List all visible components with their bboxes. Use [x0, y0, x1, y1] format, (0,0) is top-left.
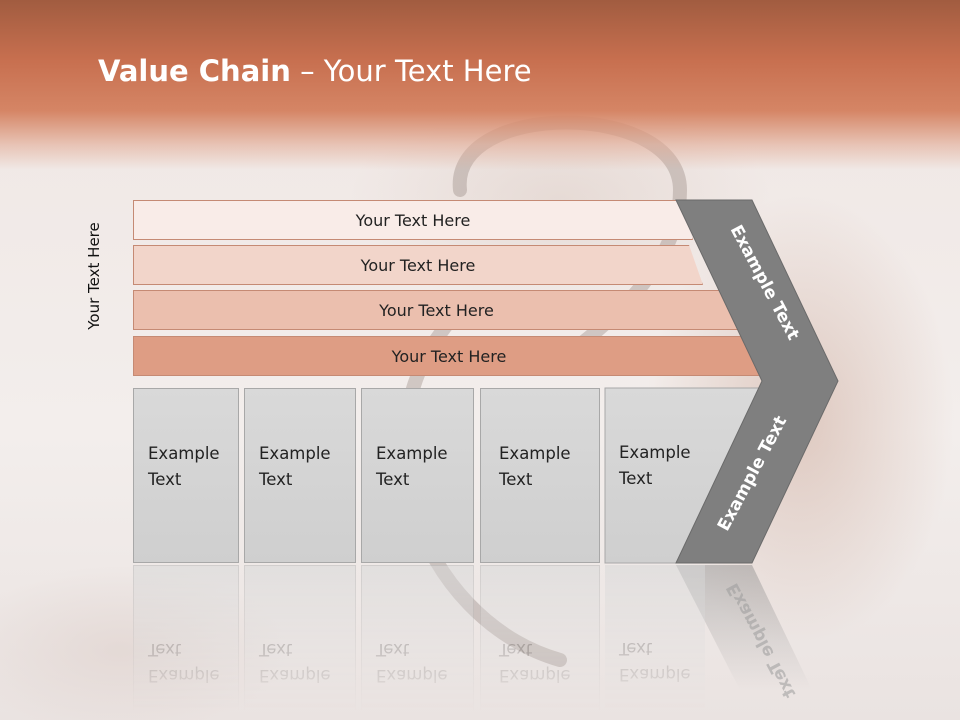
column-text-line2: Text [376, 470, 410, 489]
margin-chevron-reflection [676, 565, 812, 690]
reflection-text: Text [619, 639, 653, 658]
column-reflection-1: Example Text [133, 565, 239, 720]
reflection-text: Example [259, 666, 331, 685]
column-text-line2: Text [148, 470, 182, 489]
column-text-line1: Example [148, 444, 220, 463]
support-bar-label: Your Text Here [379, 300, 494, 320]
support-bar-label: Your Text Here [360, 255, 476, 275]
support-bar-4: Your Text Here [133, 336, 765, 376]
support-bar-2: Your Text Here [133, 245, 703, 285]
support-bar-label: Your Text Here [355, 210, 471, 230]
column-reflection-4: Example Text [480, 565, 600, 720]
columns-reflection: Example Text Example Text Example Text Exam… [0, 565, 960, 720]
reflection-text: Text [376, 640, 410, 659]
margin-chevron [675, 199, 839, 564]
support-bar-1: Your Text Here [133, 200, 693, 240]
column-text-line1: Example [376, 444, 448, 463]
reflection-text: Example [376, 666, 448, 685]
column-reflection-2: Example Text [244, 565, 356, 720]
title-rest: – Your Text Here [290, 54, 532, 88]
column-text-line1: Example [499, 444, 571, 463]
column-text-line2: Text [259, 470, 293, 489]
reflection-text: Example [148, 666, 220, 685]
reflection-text: Text [148, 640, 182, 659]
support-bar-label: Your Text Here [391, 346, 507, 366]
column-text-line1: Example [619, 443, 691, 462]
column-text-line2: Text [619, 469, 653, 488]
reflection-text: Example [499, 666, 571, 685]
reflection-text: Example [619, 665, 691, 684]
column-reflection-3: Example Text [361, 565, 474, 720]
column-text-line2: Text [499, 470, 533, 489]
title-bold: Value Chain [98, 54, 291, 88]
reflection-text: Text [259, 640, 293, 659]
support-bar-3: Your Text Here [133, 290, 740, 330]
page-title: Value Chain – Your Text Here [98, 54, 532, 94]
column-reflection-5: Example Text [605, 565, 705, 720]
title-banner [0, 0, 960, 170]
reflection-text: Text [499, 640, 533, 659]
column-text-line1: Example [259, 444, 331, 463]
